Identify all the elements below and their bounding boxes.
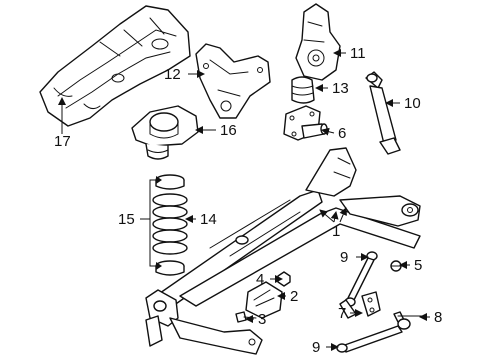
callout-3: 3 (258, 311, 266, 328)
bump-stop-part (291, 76, 315, 104)
lower-link-part (336, 318, 411, 353)
shock-absorber-part (365, 71, 401, 155)
callout-1: 1 (332, 223, 340, 240)
floor-panel-part (39, 5, 191, 127)
rear-axle-beam-part (145, 147, 421, 355)
brake-bracket-part (245, 281, 283, 319)
spindle-carrier-part (295, 3, 341, 81)
callout-8: 8 (434, 309, 442, 326)
mounting-bracket-part (195, 43, 271, 119)
lock-nut-part (390, 260, 402, 272)
callout-9-lower: 9 (312, 339, 320, 356)
link-bracket-part (361, 291, 381, 317)
callout-11: 11 (350, 45, 366, 62)
callout-13: 13 (332, 80, 349, 97)
callout-12: 12 (164, 66, 181, 83)
callout-5: 5 (414, 257, 422, 274)
callout-10: 10 (404, 95, 421, 112)
callout-16: 16 (220, 122, 237, 139)
callout-15: 15 (118, 211, 135, 228)
callout-2: 2 (290, 288, 298, 305)
spring-mount-part (131, 105, 199, 160)
spring-seat-part (155, 174, 185, 276)
callout-17: 17 (54, 133, 71, 150)
callout-6: 6 (338, 125, 346, 142)
callout-7: 7 (338, 305, 346, 322)
callout-14: 14 (200, 211, 217, 228)
callout-4: 4 (256, 271, 264, 288)
leader-lines (58, 49, 430, 351)
hub-stub-axle-part (283, 105, 328, 141)
callout-labels: 17 12 16 11 13 10 6 1 15 14 9 5 4 2 3 7 … (54, 45, 442, 356)
callout-9-upper: 9 (340, 249, 348, 266)
coil-spring-part (152, 193, 188, 255)
